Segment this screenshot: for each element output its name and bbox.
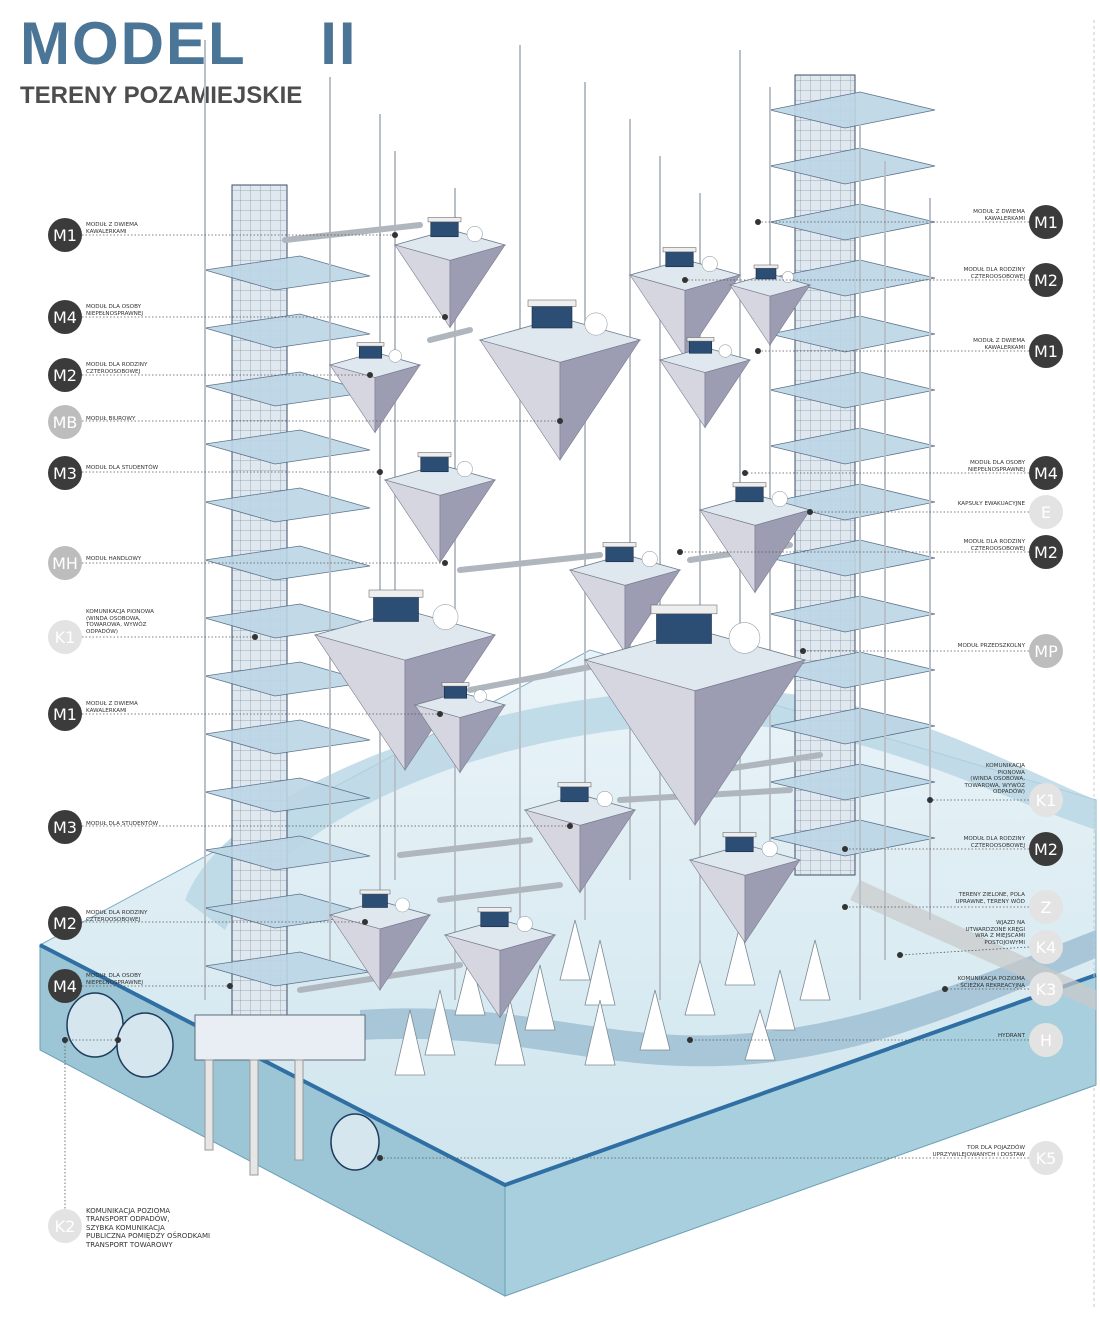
callout-badge-right-7: MP bbox=[1029, 634, 1063, 668]
trees bbox=[394, 919, 831, 1076]
callout-label-bottom: KOMUNIKACJA POZIOMA TRANSPORT ODPADÓW, S… bbox=[86, 1207, 211, 1249]
callout-badge-left-4: MB bbox=[48, 405, 82, 439]
callout-label-right-5: KAPSUŁY EWAKUACYJNE bbox=[957, 501, 1025, 507]
callout-label-right-3: MODUŁ Z DWIEMA KAWALERKAMI bbox=[973, 338, 1025, 351]
callout-label-right-2: MODUŁ DLA RODZINY CZTEROOSOBOWEJ bbox=[963, 267, 1025, 280]
callout-label-right-8: KOMUNIKACJA PIONOWA (WINDA OSOBOWA, TOWA… bbox=[964, 763, 1025, 796]
page-subtitle: TERENY POZAMIEJSKIE bbox=[20, 82, 303, 109]
callout-label-left-8: MODUŁ Z DWIEMA KAWALERKAMI bbox=[86, 701, 138, 714]
callout-badge-right-1: M1 bbox=[1029, 205, 1063, 239]
callout-badge-right-14: K5 bbox=[1029, 1141, 1063, 1175]
callout-badge-left-8: M1 bbox=[48, 697, 82, 731]
callout-badge-bottom: K2 bbox=[48, 1209, 82, 1243]
callout-label-right-4: MODUŁ DLA OSOBY NIEPEŁNOSPRAWNEJ bbox=[967, 460, 1025, 473]
leader-lines bbox=[62, 219, 1030, 1226]
callout-badge-left-2: M4 bbox=[48, 300, 82, 334]
callout-badge-right-10: Z bbox=[1029, 890, 1063, 924]
callout-badge-right-3: M1 bbox=[1029, 334, 1063, 368]
callout-badge-left-9: M3 bbox=[48, 810, 82, 844]
callout-label-left-4: MODUŁ BIUROWY bbox=[86, 416, 136, 422]
callout-badge-right-13: H bbox=[1029, 1023, 1063, 1057]
page-title: MODEL II bbox=[20, 10, 358, 77]
callout-label-right-11: WJAZD NA UTWARDZONE KRĘGI WRA Z MIEJSCAM… bbox=[965, 920, 1025, 946]
callout-label-right-13: HYDRANT bbox=[997, 1033, 1025, 1039]
callout-badge-left-3: M2 bbox=[48, 358, 82, 392]
callout-label-left-7: KOMUNIKACJA PIONOWA (WINDA OSOBOWA, TOWA… bbox=[86, 609, 154, 635]
callout-badge-right-12: K3 bbox=[1029, 972, 1063, 1006]
callout-label-left-2: MODUŁ DLA OSOBY NIEPEŁNOSPRAWNEJ bbox=[86, 304, 144, 317]
callout-badge-left-11: M4 bbox=[48, 969, 82, 1003]
callout-label-left-10: MODUŁ DLA RODZINY CZTEROOSOBOWEJ bbox=[86, 910, 148, 923]
callout-label-right-14: TOR DLA POJAZDÓW UPRZYWILEJOWANYCH I DOS… bbox=[932, 1145, 1025, 1158]
callout-badge-right-8: K1 bbox=[1029, 783, 1063, 817]
callout-badge-right-6: M2 bbox=[1029, 535, 1063, 569]
suspended-modules bbox=[313, 217, 812, 1019]
callout-label-left-1: MODUŁ Z DWIEMA KAWALERKAMI bbox=[86, 222, 138, 235]
right-tower bbox=[769, 74, 936, 876]
left-tower bbox=[194, 184, 371, 1176]
callout-badge-left-7: K1 bbox=[48, 620, 82, 654]
callout-badge-right-2: M2 bbox=[1029, 263, 1063, 297]
callout-label-left-9: MODUŁ DLA STUDENTÓW bbox=[86, 821, 159, 827]
callout-badge-left-10: M2 bbox=[48, 906, 82, 940]
callout-label-right-10: TERENY ZIELONE, POLA UPRAWNE, TERENY WÓD bbox=[955, 892, 1025, 905]
support-columns bbox=[204, 40, 931, 1000]
callout-badge-left-5: M3 bbox=[48, 456, 82, 490]
callout-badge-left-6: MH bbox=[48, 546, 82, 580]
callout-label-left-6: MODUŁ HANDLOWY bbox=[86, 556, 142, 562]
callout-label-right-12: KOMUNIKACJA POZIOMA - ŚCIEŻKA REKREACYJN… bbox=[956, 976, 1025, 989]
callout-label-left-11: MODUŁ DLA OSOBY NIEPEŁNOSPRAWNEJ bbox=[86, 973, 144, 986]
callout-badge-right-9: M2 bbox=[1029, 832, 1063, 866]
callout-badge-right-11: K4 bbox=[1029, 930, 1063, 964]
callout-label-right-7: MODUŁ PRZEDSZKOLNY bbox=[957, 643, 1025, 649]
callout-label-right-9: MODUŁ DLA RODZINY CZTEROOSOBOWEJ bbox=[963, 836, 1025, 849]
callout-label-right-6: MODUŁ DLA RODZINY CZTEROOSOBOWEJ bbox=[963, 539, 1025, 552]
callout-label-right-1: MODUŁ Z DWIEMA KAWALERKAMI bbox=[973, 209, 1025, 222]
tunnels bbox=[66, 992, 380, 1171]
callout-badge-right-5: E bbox=[1029, 495, 1063, 529]
callout-badge-left-1: M1 bbox=[48, 218, 82, 252]
callout-label-left-3: MODUŁ DLA RODZINY CZTEROOSOBOWEJ bbox=[86, 362, 148, 375]
callout-badge-right-4: M4 bbox=[1029, 456, 1063, 490]
callout-label-left-5: MODUŁ DLA STUDENTÓW bbox=[86, 465, 159, 471]
